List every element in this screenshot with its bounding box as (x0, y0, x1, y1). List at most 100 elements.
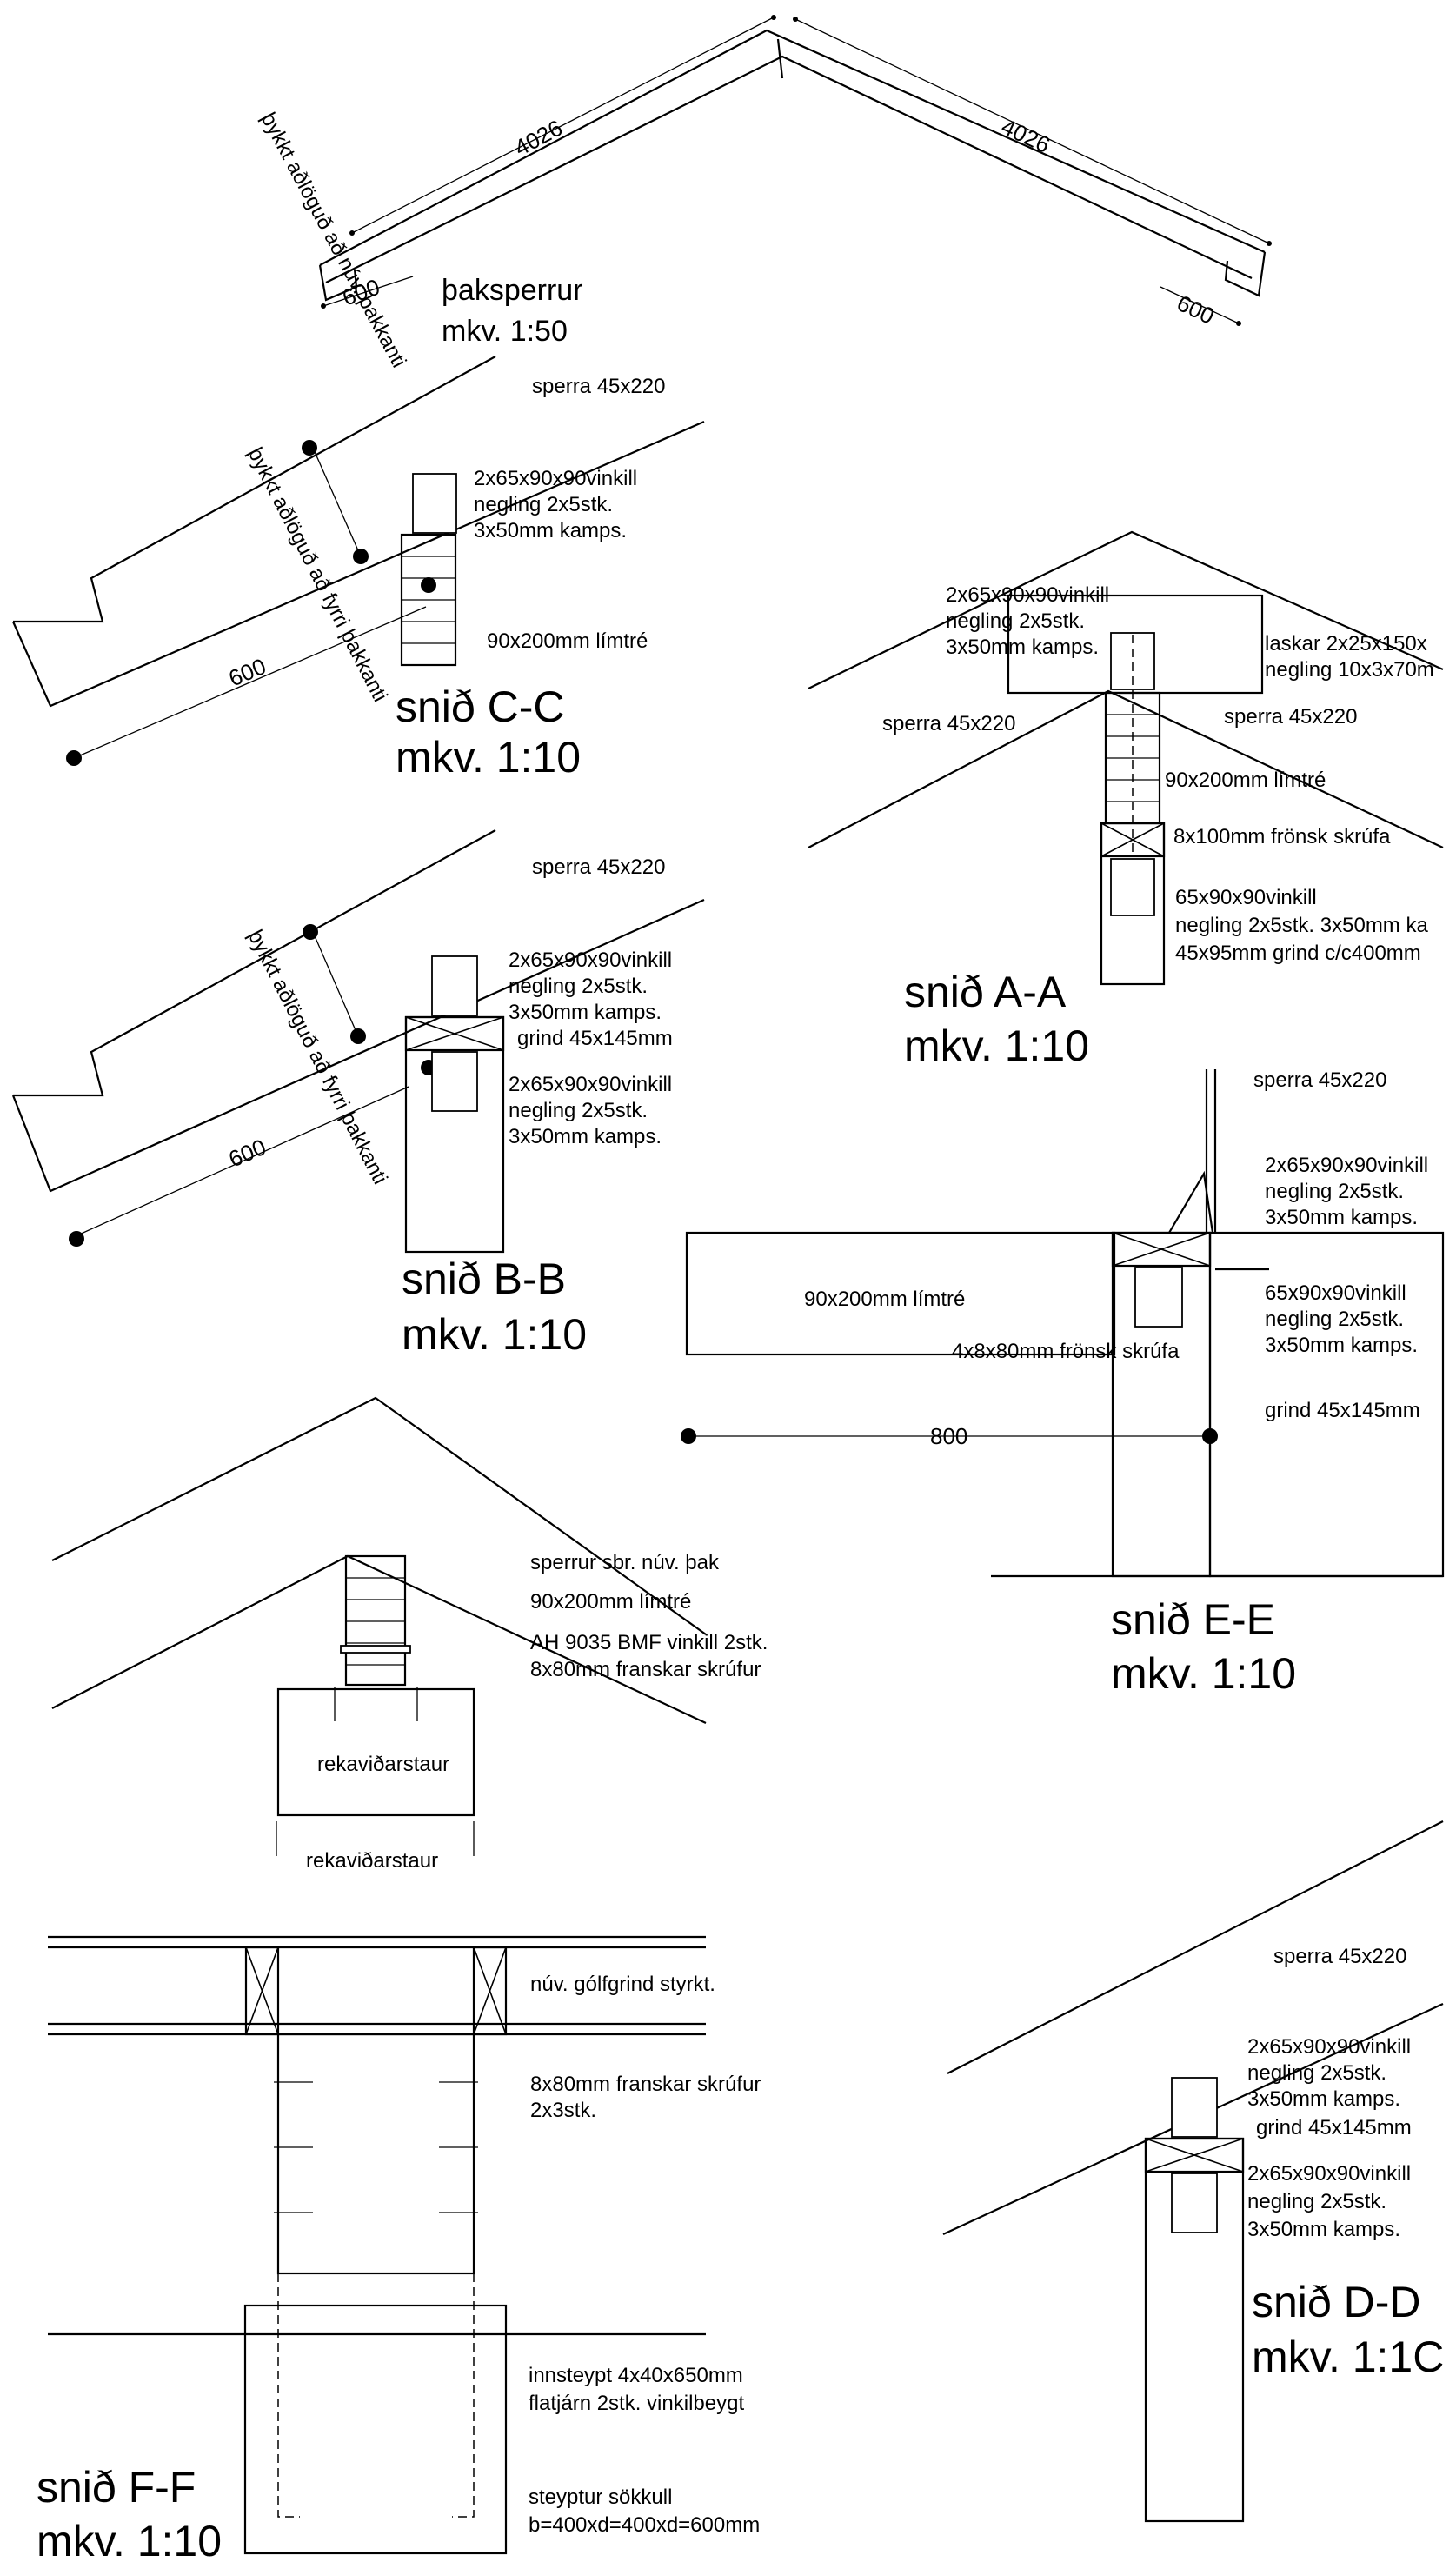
dim-dot (353, 549, 369, 564)
lower-line3: 3x50mm kamps. (1265, 1334, 1418, 1357)
upper-line2: negling 2x5stk. (1265, 1180, 1404, 1203)
angle-line3: 3x50mm kamps. (474, 519, 627, 542)
ridge-cut (776, 38, 784, 79)
section-scale: mkv. 1:1C (1252, 2332, 1444, 2381)
angle-lower (431, 1051, 478, 1112)
dim-dot (69, 1231, 84, 1247)
flat-iron-right (452, 2273, 475, 2518)
rafter-top (947, 1820, 1444, 2074)
rafter-label: sperra 45x220 (1273, 1945, 1406, 1968)
post-upper-label: rekaviðarstaur (317, 1753, 449, 1776)
joist-left (244, 1946, 280, 2036)
rafter-bottom (11, 898, 705, 1193)
footing (243, 2304, 508, 2555)
upper-line3: 3x50mm kamps. (509, 1001, 662, 1024)
eave-left (318, 264, 358, 302)
section-title: snið D-D (1252, 2278, 1420, 2326)
eave-right (1224, 251, 1267, 297)
frame-label: grind 45x145mm (1265, 1399, 1420, 1422)
angle-line2: negling 2x5stk. (946, 609, 1085, 633)
angle-upper (1168, 1170, 1214, 1234)
section-aa: 2x65x90x90vinkill negling 2x5stk. 3x50mm… (808, 530, 1444, 1070)
upper-line3: 3x50mm kamps. (1247, 2087, 1400, 2111)
screws-line1: 8x80mm franskar skrúfur (530, 2073, 761, 2096)
upper-line3: 3x50mm kamps. (1265, 1206, 1418, 1229)
thickness-note: þykkt aðlöguð að fyrri þakkanti (243, 443, 392, 705)
angle-line3: 3x50mm kamps. (946, 636, 1099, 659)
lash-line2: negling 10x3x70m (1265, 658, 1434, 682)
section-cc: sperra 45x220 2x65x90x90vinkill negling … (11, 356, 705, 782)
plate (404, 1015, 505, 1052)
dim-dot (349, 230, 355, 236)
roof-outline-inner (325, 55, 1253, 283)
dim-dot (793, 17, 798, 22)
note-thickness: þykkt aðlöguð að núv. þakkanti (256, 109, 411, 371)
section-scale: mkv. 1:10 (396, 733, 581, 782)
beam-label: 90x200mm límtré (804, 1288, 965, 1311)
joist-cross (245, 1946, 279, 2035)
upper-line2: negling 2x5stk. (509, 975, 648, 998)
overhang-dim: 600 (225, 653, 270, 692)
lower-line1: 65x90x90vinkill (1265, 1281, 1406, 1305)
upper-line1: 2x65x90x90vinkill (1265, 1154, 1428, 1177)
floor-label: núv. gólfgrind styrkt. (530, 1973, 715, 1996)
span-dim: 800 (930, 1423, 967, 1449)
angle-line2: negling 2x5stk. (474, 493, 613, 516)
rafter-label: sperra 45x220 (532, 375, 665, 398)
dim-dot (421, 577, 436, 593)
section-bb: sperra 45x220 2x65x90x90vinkill negling … (11, 829, 705, 1359)
rafter-left: sperra 45x220 (882, 712, 1015, 735)
lower-line2: negling 2x5stk. (1247, 2190, 1386, 2213)
dim-dot (771, 15, 776, 20)
screws-line2: 2x3stk. (530, 2099, 596, 2122)
upper-line1: 2x65x90x90vinkill (509, 948, 672, 972)
rafter-label: sperra 45x220 (532, 855, 665, 879)
iron-line1: innsteypt 4x40x650mm (529, 2364, 743, 2387)
frame-label: grind 45x145mm (1256, 2116, 1412, 2139)
section-title: snið E-E (1111, 1595, 1275, 1644)
section-scale: mkv. 1:10 (402, 1310, 587, 1359)
rafter-top (13, 356, 496, 623)
rafter-label: sperra 45x220 (1253, 1068, 1386, 1092)
section-title: snið F-F (37, 2463, 196, 2512)
plate (1111, 1231, 1212, 1268)
dim-dot (1236, 321, 1241, 326)
joist-cross (473, 1946, 507, 2035)
angle-lower (1171, 2173, 1218, 2233)
section-title: snið C-C (396, 682, 564, 731)
dim-dot (66, 750, 82, 766)
post-lower (276, 2033, 475, 2275)
bracket (340, 1645, 411, 1654)
joist-right (472, 1946, 508, 2036)
angle-lower (1110, 858, 1155, 916)
lower-line3: 3x50mm kamps. (1247, 2218, 1400, 2241)
section-ee: 800 sperra 45x220 2x65x90x90vinkill negl… (681, 1068, 1445, 1698)
dim-dot (1267, 241, 1272, 246)
length-left: 4026 (510, 115, 567, 162)
lower-line1: 65x90x90vinkill (1175, 886, 1317, 909)
plate-cross (405, 1016, 504, 1051)
rafter-right: sperra 45x220 (1224, 705, 1357, 729)
lower-line1: 2x65x90x90vinkill (1247, 2162, 1411, 2186)
footing-line1: steyptur sökkull (529, 2485, 672, 2509)
footing-line2: b=400xd=400xd=600mm (529, 2513, 760, 2537)
section-title: snið B-B (402, 1254, 566, 1303)
screw-label: 4x8x80mm frönsk skrúfa (952, 1340, 1180, 1363)
section-title: snið A-A (904, 968, 1067, 1016)
angle-line1: 2x65x90x90vinkill (946, 583, 1109, 607)
dim-overhang (69, 1086, 409, 1240)
section-scale: mkv. 1:10 (904, 1021, 1089, 1070)
lower-line1: 2x65x90x90vinkill (509, 1073, 672, 1096)
dim-dot (302, 440, 317, 456)
bracket-line1: AH 9035 BMF vinkill 2stk. (530, 1631, 768, 1654)
post-upper (276, 1687, 475, 1817)
dim-overhang-right (1160, 286, 1240, 324)
roof-outer (51, 1396, 707, 1635)
flat-iron-left (277, 2273, 300, 2518)
section-scale: mkv. 1:10 (1111, 1649, 1296, 1698)
dim-dot (350, 1028, 366, 1044)
dim-line-right (794, 18, 1270, 244)
section-scale: mkv. 1:10 (37, 2517, 222, 2562)
roof-inner (808, 689, 1444, 848)
plate-cross (1100, 822, 1165, 857)
